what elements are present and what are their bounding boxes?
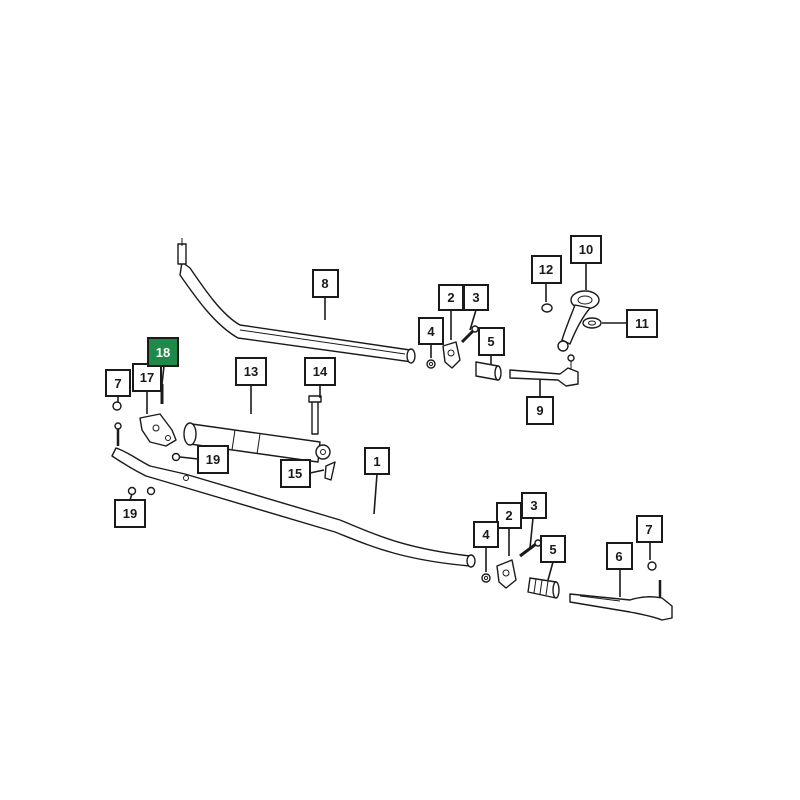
part-1-lower-tube [111, 422, 476, 568]
part-2-upper-clamp [442, 341, 461, 369]
callout-3-upper-label: 3 [472, 290, 479, 305]
part-4-lower-nut [481, 573, 491, 583]
callout-17[interactable]: 17 [132, 363, 162, 392]
callout-3-lower[interactable]: 3 [521, 492, 547, 519]
callout-19-lower-label: 19 [123, 506, 137, 521]
callout-17-label: 17 [140, 370, 154, 385]
part-5-upper-sleeve [475, 361, 502, 381]
callout-8-label: 8 [321, 276, 328, 291]
part-11-washer [582, 317, 602, 329]
callout-7-right[interactable]: 7 [636, 515, 663, 543]
callout-4-lower-label: 4 [482, 527, 490, 542]
callout-5-upper[interactable]: 5 [478, 327, 505, 356]
callout-5-lower-label: 5 [549, 542, 556, 557]
callout-18-highlighted[interactable]: 18 [147, 337, 179, 367]
callout-7-right-label: 7 [645, 522, 652, 537]
callout-10-label: 10 [579, 242, 593, 257]
part-17-bracket [139, 413, 177, 447]
callout-12-label: 12 [539, 262, 553, 277]
part-4-upper-nut [426, 359, 436, 369]
callout-13-label: 13 [244, 364, 258, 379]
callout-13[interactable]: 13 [235, 357, 267, 386]
callout-18-box [147, 337, 179, 367]
part-10-bracket [557, 290, 600, 352]
callout-1-label: 1 [373, 454, 380, 469]
callout-9[interactable]: 9 [526, 396, 554, 425]
callout-18-label: 18 [156, 345, 170, 360]
part-19-nuts [127, 452, 181, 496]
callout-12[interactable]: 12 [531, 255, 562, 284]
callout-15[interactable]: 15 [280, 459, 311, 488]
callout-19-lower[interactable]: 19 [114, 499, 146, 528]
callout-7-left-label: 7 [114, 376, 121, 391]
callout-8[interactable]: 8 [312, 269, 339, 298]
callout-6[interactable]: 6 [606, 542, 633, 570]
callout-2-upper[interactable]: 2 [438, 284, 464, 311]
callout-11-label: 11 [635, 316, 649, 331]
callout-4-upper[interactable]: 4 [418, 317, 444, 345]
callout-2-lower[interactable]: 2 [496, 502, 522, 529]
callout-9-label: 9 [536, 403, 543, 418]
callout-4-lower[interactable]: 4 [473, 521, 499, 548]
callout-6-label: 6 [615, 549, 622, 564]
callout-11[interactable]: 11 [626, 309, 658, 338]
callout-1[interactable]: 1 [364, 447, 390, 475]
callout-19-upper-label: 19 [206, 452, 220, 467]
callout-7-left[interactable]: 7 [105, 369, 131, 397]
callout-14-label: 14 [313, 364, 328, 379]
part-8-upper-tube [177, 238, 416, 364]
part-5-lower-sleeve [527, 577, 560, 599]
callout-2-upper-label: 2 [447, 290, 454, 305]
callout-2-lower-label: 2 [505, 508, 512, 523]
part-7-left-nut [112, 401, 122, 411]
callout-10[interactable]: 10 [570, 235, 602, 264]
part-12-nut [541, 303, 553, 313]
part-6-tie-rod-end [569, 580, 673, 621]
callout-3-upper[interactable]: 3 [463, 284, 489, 311]
part-7-right-nut [647, 561, 657, 571]
part-2-lower-clamp [496, 559, 517, 589]
leader-lines [117, 263, 651, 597]
callout-5-lower[interactable]: 5 [540, 535, 566, 563]
callout-4-upper-label: 4 [427, 324, 435, 339]
callout-14[interactable]: 14 [304, 357, 336, 386]
callout-3-lower-label: 3 [530, 498, 537, 513]
part-9-tie-rod-end [509, 354, 579, 387]
part-13-steering-damper [183, 422, 331, 463]
part-15-bracket [324, 461, 336, 481]
part-14-bolt [308, 395, 322, 435]
callout-5-upper-label: 5 [487, 334, 494, 349]
callout-15-label: 15 [288, 466, 302, 481]
callout-19-upper[interactable]: 19 [197, 445, 229, 474]
